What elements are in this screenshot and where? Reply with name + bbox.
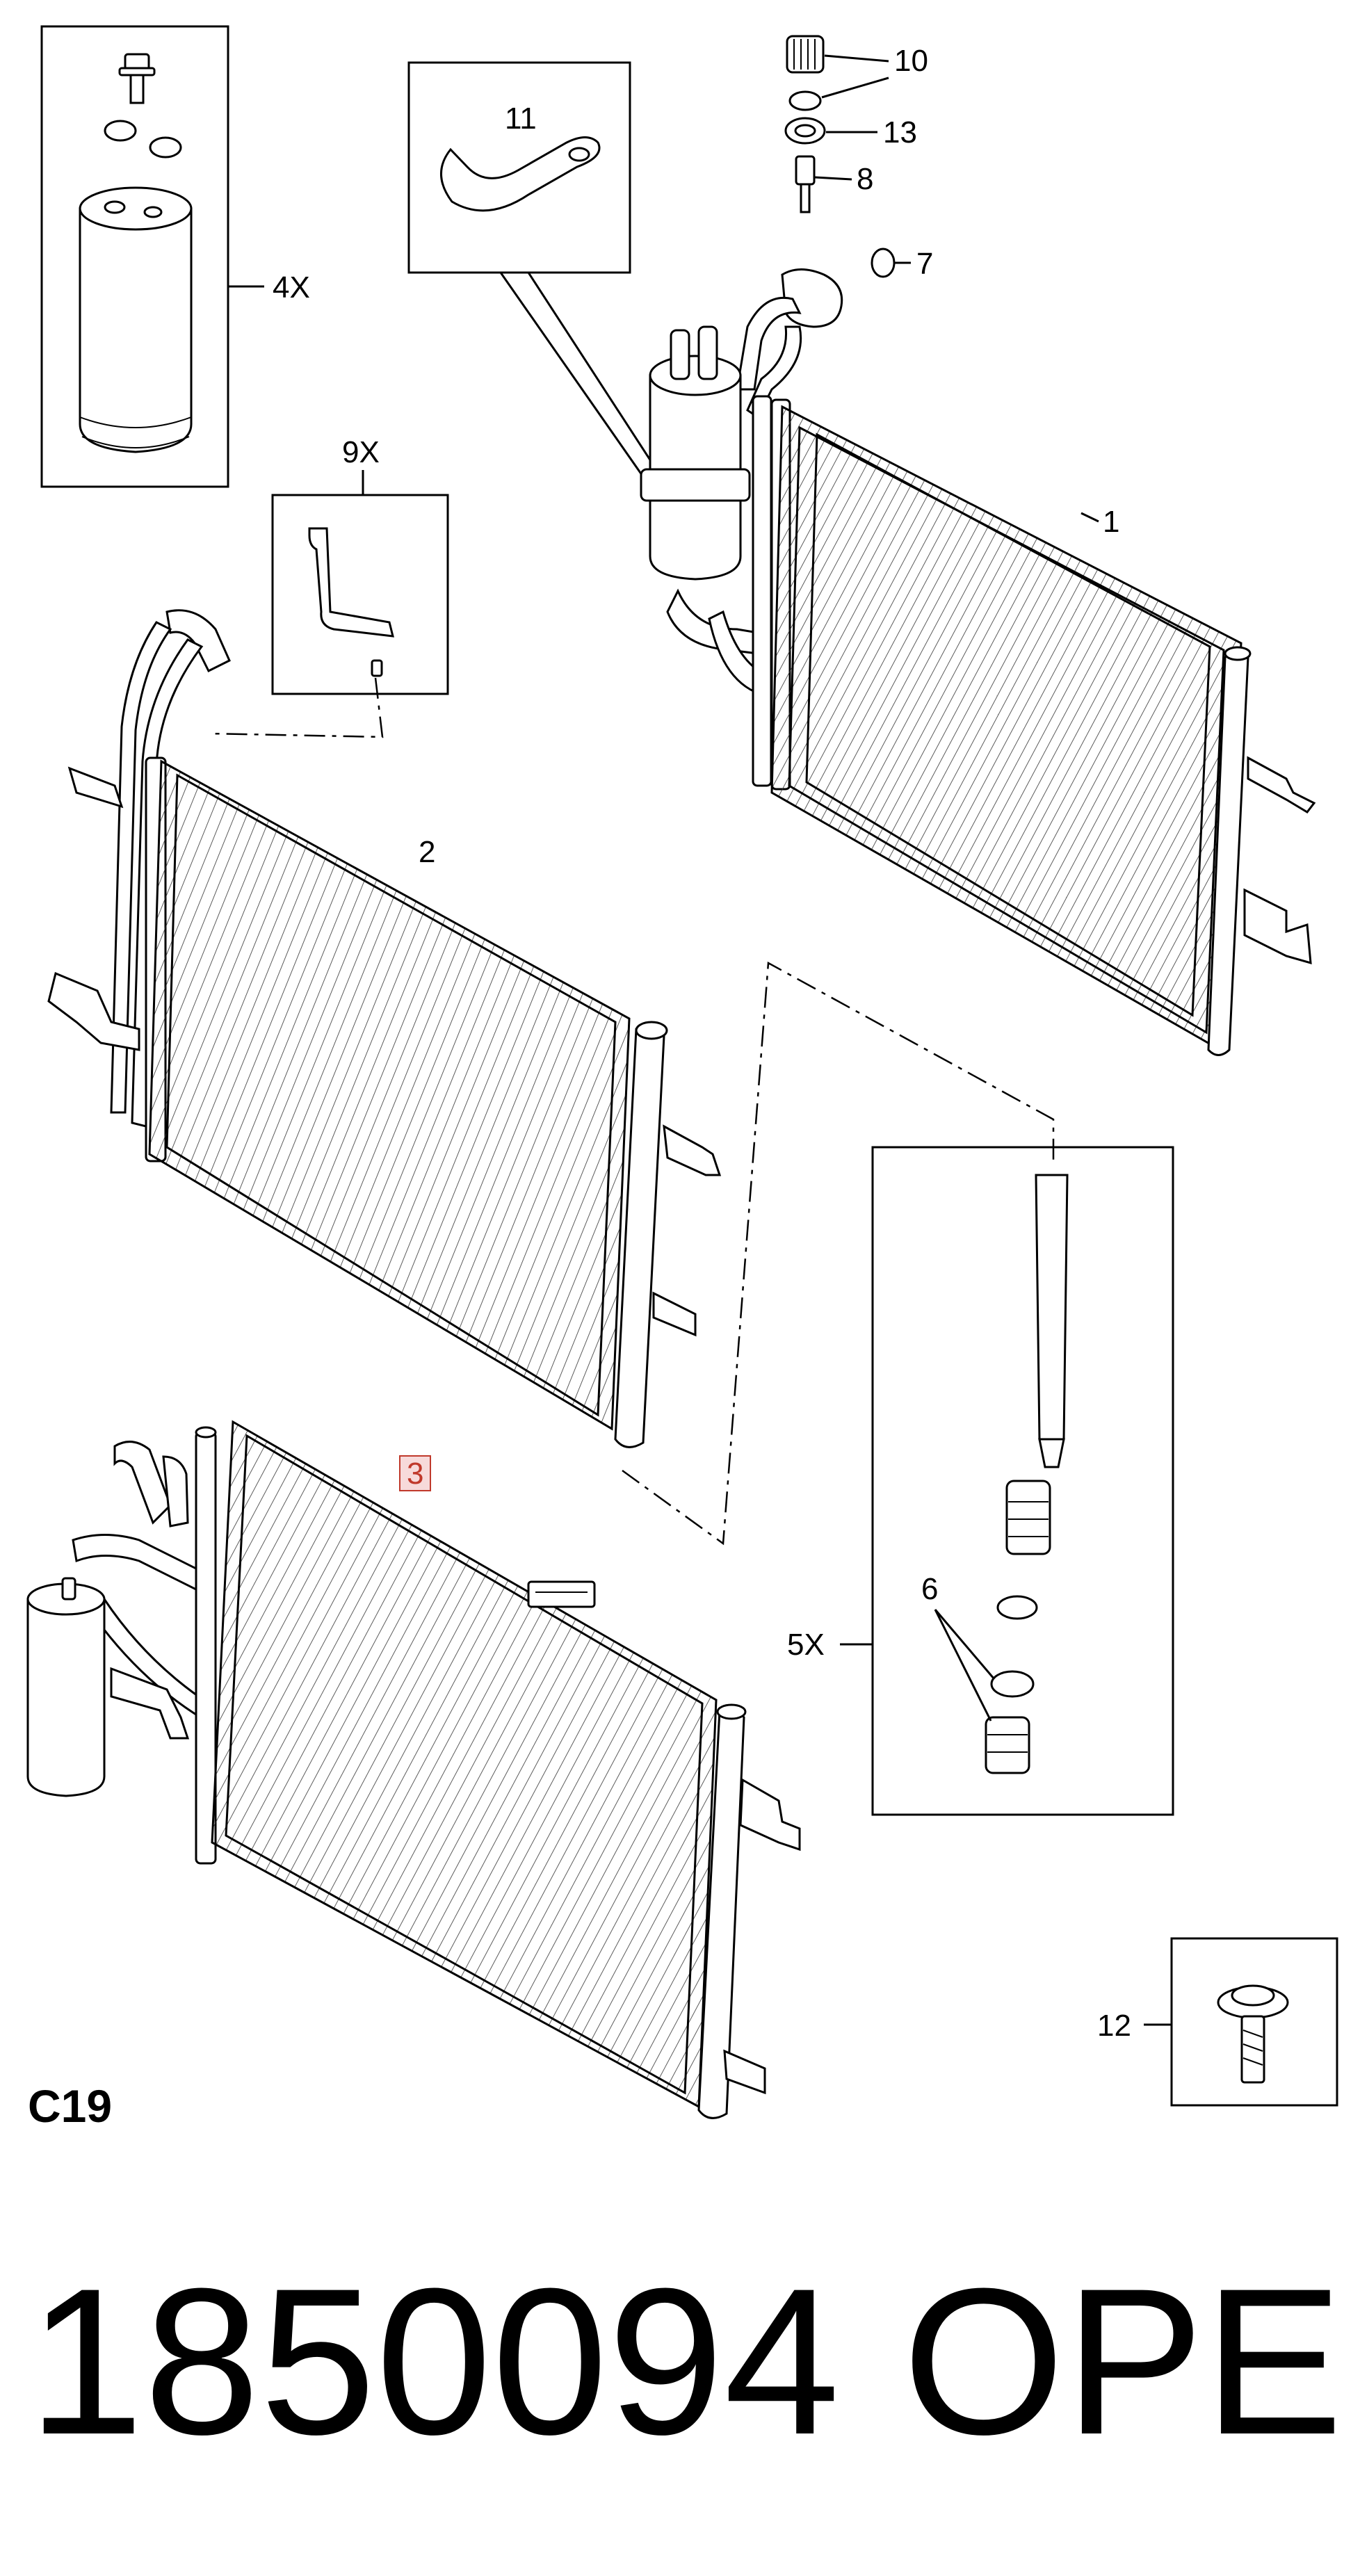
callout-box-12 (1170, 1937, 1338, 2107)
part-number: 1850094 (28, 2244, 840, 2478)
callout-3: 3 (407, 1457, 423, 1491)
callout-13: 13 (883, 115, 917, 149)
o-ring-icon (996, 1595, 1038, 1620)
callout-4: 4X (273, 270, 310, 305)
o-ring-icon (990, 1670, 1035, 1698)
callout-2: 2 (419, 835, 435, 869)
valve-parts-group: 10 13 8 7 (784, 35, 933, 281)
callout-box-4 (40, 25, 229, 488)
callout-6: 6 (921, 1572, 938, 1606)
brand-name: OPEL (902, 2244, 1360, 2478)
condenser-assembly-1: 1 (640, 268, 1316, 1056)
condenser-assembly-3: 3 (26, 1420, 801, 2119)
bracket-box: 11 (407, 61, 669, 487)
callout-10: 10 (894, 44, 928, 78)
callout-7: 7 (916, 247, 933, 281)
valve-cap-icon (786, 35, 825, 74)
filter-element-icon (1005, 1174, 1069, 1555)
section-code: C19 (28, 2080, 112, 2132)
strap-bracket-icon (440, 136, 601, 212)
filter-box: 6 5X (787, 1146, 1174, 1816)
dryer-kit-box: 4X (40, 25, 310, 488)
o-ring-icon (104, 120, 137, 142)
callout-box-9 (271, 494, 449, 695)
seal-ring-icon (788, 90, 822, 111)
callout-box-11 (407, 61, 631, 274)
screw-box: 12 (1097, 1937, 1338, 2107)
condenser-assembly-2: 2 (47, 609, 722, 1448)
o-ring-icon (871, 248, 896, 278)
callout-8: 8 (857, 162, 873, 196)
dryer-cylinder-icon (79, 186, 193, 453)
callout-1: 1 (1103, 505, 1119, 539)
o-ring-icon (149, 136, 182, 159)
callout-box-5 (871, 1146, 1174, 1816)
clip-bracket-icon (308, 527, 394, 677)
highlight-box-3 (399, 1455, 431, 1491)
clip-box: 9X (208, 435, 449, 738)
screw-icon (1217, 1984, 1289, 2084)
callout-12: 12 (1097, 2009, 1131, 2043)
plug-icon (985, 1716, 1030, 1774)
callout-5: 5X (787, 1628, 825, 1662)
callout-11: 11 (505, 102, 537, 136)
valve-core-icon (795, 155, 816, 213)
callout-9: 9X (342, 435, 380, 469)
bolt-icon (118, 53, 156, 104)
